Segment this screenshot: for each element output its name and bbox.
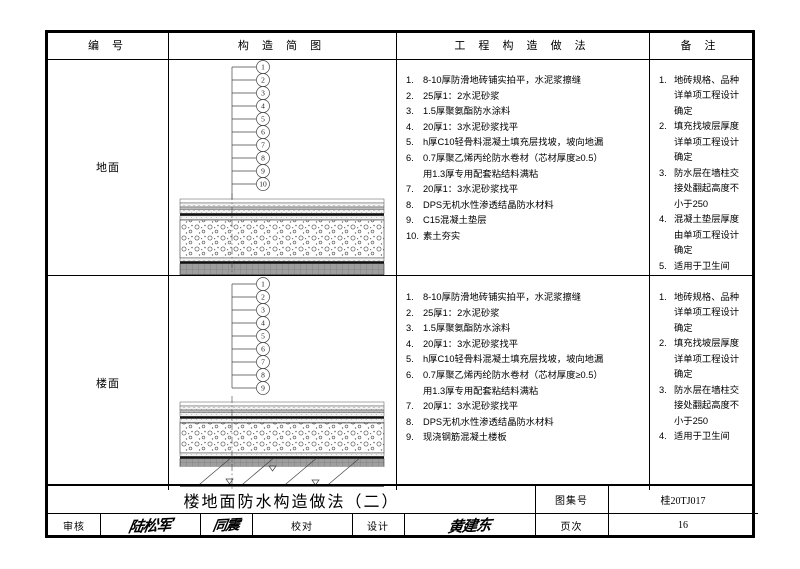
atlas-number-value: 桂20TJ017: [660, 496, 706, 507]
list-item: 6.0.7厚聚乙烯丙纶防水卷材（芯材厚度≥0.5）: [406, 369, 603, 380]
page-number-value: 16: [678, 519, 688, 531]
svg-text:4: 4: [261, 102, 265, 111]
svg-text:3: 3: [261, 89, 265, 98]
atlas-number-label: 图集号: [555, 496, 588, 507]
design-signature: 黄建东: [446, 517, 492, 536]
method-list-floor: 1.8-10厚防滑地砖铺实拍平，水泥浆擦缝 2.25厚1：2水泥砂浆 3.1.5…: [396, 276, 649, 489]
svg-text:5: 5: [261, 115, 265, 124]
svg-text:8: 8: [261, 154, 265, 163]
list-item: 4.20厚1：3水泥砂浆找平: [406, 121, 519, 132]
list-item: 5.适用于卫生间: [659, 260, 730, 271]
signature-divider-3: [252, 513, 253, 535]
list-item-continuation: 用1.3厚专用配套粘结料满粘: [423, 168, 539, 179]
svg-text:1: 1: [261, 280, 265, 289]
titleblock-divider-2: [608, 486, 609, 535]
review-signature: 陆松军: [127, 517, 173, 536]
svg-text:7: 7: [261, 141, 265, 150]
list-item: 5.h厚C10轻骨料混凝土填充层找坡，坡向地漏: [406, 137, 604, 148]
svg-text:9: 9: [261, 384, 265, 393]
diagram-upper-floor: 1 2 3 4 5 6 7 8 9: [168, 276, 396, 489]
remark-list-floor: 1.地砖规格、品种详单项工程设计确定 2.填充找坡层厚度详单项工程设计确定 3.…: [649, 276, 752, 489]
svg-text:5: 5: [261, 332, 265, 341]
list-item: 4.混凝土垫层厚度由单项工程设计确定: [659, 214, 740, 256]
svg-text:10: 10: [259, 180, 267, 189]
titleblock-divider-1: [535, 486, 536, 535]
list-item-continuation: 用1.3厚专用配套粘结料满粘: [423, 385, 539, 396]
list-item: 2.填充找坡层厚度详单项工程设计确定: [659, 338, 740, 380]
row-label-ground: 地面: [96, 162, 120, 174]
signature-divider-5: [404, 513, 405, 535]
column-header-method: 工 程 构 造 做 法: [454, 40, 591, 52]
page-number-label: 页次: [560, 521, 583, 533]
review-label: 审核: [63, 521, 85, 533]
row-label-floor: 楼面: [96, 377, 120, 390]
svg-text:7: 7: [261, 358, 265, 367]
svg-text:8: 8: [261, 371, 265, 380]
drawing-sheet: 编 号 构 造 简 图 工 程 构 造 做 法 备 注 地面: [45, 30, 758, 538]
titleblock-divider-mid: [48, 513, 535, 514]
list-item: 9.C15混凝土垫层: [406, 215, 487, 226]
table-divider-row-1: [48, 275, 752, 276]
table-divider-vertical-3: [649, 33, 650, 490]
signature-divider-1: [100, 513, 101, 535]
list-item: 1.地砖规格、品种详单项工程设计确定: [659, 292, 740, 333]
list-item: 3.防水层在墙柱交接处翻起高度不小于250: [659, 167, 740, 209]
sheet-title: 楼地面防水构造做法（二）: [183, 493, 400, 511]
design-label: 设计: [367, 521, 389, 533]
svg-text:6: 6: [261, 345, 265, 354]
list-item: 1.地砖规格、品种详单项工程设计确定: [659, 75, 740, 116]
list-item: 1.8-10厚防滑地砖铺实拍平，水泥浆擦缝: [406, 75, 582, 85]
list-item: 7.20厚1：3水泥砂浆找平: [406, 400, 519, 411]
svg-text:4: 4: [261, 319, 265, 328]
svg-text:9: 9: [261, 167, 265, 176]
list-item: 8.DPS无机水性渗透结晶防水材料: [406, 199, 554, 210]
list-item: 4.适用于卫生间: [659, 431, 730, 442]
column-header-diagram: 构 造 简 图: [237, 40, 327, 52]
table-divider-vertical-2: [396, 33, 397, 490]
table-divider-vertical-1: [168, 33, 169, 490]
column-header-remark: 备 注: [680, 40, 721, 52]
list-item: 3.防水层在墙柱交接处翻起高度不小于250: [659, 384, 740, 426]
check-signature: 同震: [211, 518, 241, 535]
list-item: 3.1.5厚聚氨酯防水涂料: [406, 323, 511, 334]
signature-divider-2: [200, 513, 201, 535]
list-item: 4.20厚1：3水泥砂浆找平: [406, 338, 519, 349]
list-item: 3.1.5厚聚氨酯防水涂料: [406, 106, 511, 117]
method-list-ground: 1.8-10厚防滑地砖铺实拍平，水泥浆擦缝 2.25厚1：2水泥砂浆 3.1.5…: [396, 59, 649, 275]
list-item: 6.0.7厚聚乙烯丙纶防水卷材（芯材厚度≥0.5）: [406, 152, 603, 163]
table-divider-header: [48, 59, 752, 60]
svg-text:3: 3: [261, 306, 265, 315]
svg-text:2: 2: [261, 76, 265, 85]
list-item: 2.25厚1：2水泥砂浆: [406, 307, 500, 318]
svg-text:1: 1: [261, 63, 265, 72]
list-item: 7.20厚1：3水泥砂浆找平: [406, 183, 519, 194]
check-label: 校对: [291, 521, 313, 533]
titleblock-divider-mid-right: [535, 513, 758, 514]
column-header-no: 编 号: [87, 40, 129, 52]
construction-table: 编 号 构 造 简 图 工 程 构 造 做 法 备 注 地面: [48, 33, 752, 490]
list-item: 8.DPS无机水性渗透结晶防水材料: [406, 416, 554, 427]
svg-text:2: 2: [261, 293, 265, 302]
diagram-ground-floor: 1 2 3 4 5 6 7 8 9 10: [168, 59, 396, 275]
list-item: 5.h厚C10轻骨料混凝土填充层找坡，坡向地漏: [406, 354, 604, 365]
list-item: 2.25厚1：2水泥砂浆: [406, 90, 500, 101]
svg-text:6: 6: [261, 128, 265, 137]
title-block: 楼地面防水构造做法（二） 图集号 桂20TJ017 页次 16 审核 陆松军 校…: [48, 484, 758, 536]
list-item: 10.素土夯实: [406, 230, 461, 241]
list-item: 1.8-10厚防滑地砖铺实拍平，水泥浆擦缝: [406, 292, 582, 302]
signature-divider-4: [352, 513, 353, 535]
list-item: 9.现浇钢筋混凝土楼板: [406, 432, 507, 443]
remark-list-ground: 1.地砖规格、品种详单项工程设计确定 2.填充找坡层厚度详单项工程设计确定 3.…: [649, 59, 752, 275]
list-item: 2.填充找坡层厚度详单项工程设计确定: [659, 121, 740, 163]
